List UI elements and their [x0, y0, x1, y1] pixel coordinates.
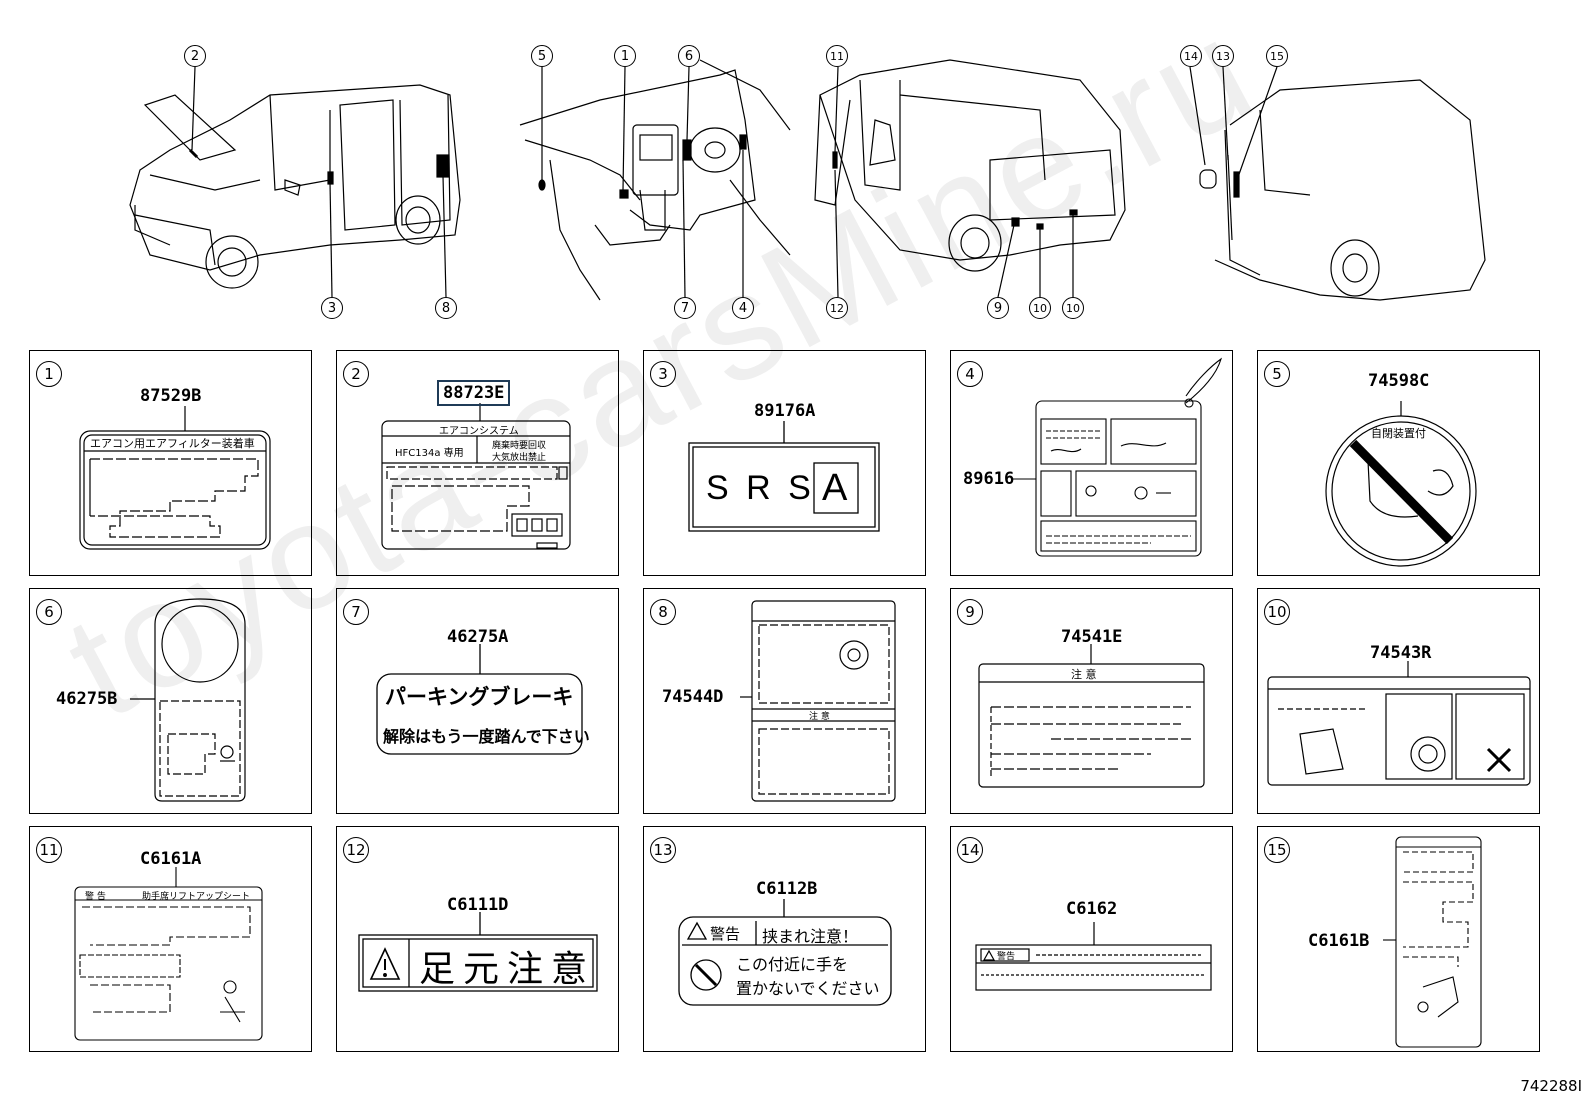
part-number: 89616 — [963, 469, 1015, 489]
vehicle-side-view — [814, 59, 1126, 272]
label-refrigerant: HFC134a 専用 — [395, 448, 464, 459]
part-number: C6161B — [1308, 931, 1370, 951]
callout-2: 2 — [184, 45, 206, 67]
panel-number: 3 — [650, 361, 676, 387]
callout-3: 3 — [321, 297, 343, 319]
label-line-1: パーキングブレーキ — [385, 685, 574, 709]
panel-6: 6 46275B — [29, 588, 312, 814]
callout-1: 1 — [614, 45, 636, 67]
callout-11: 11 — [826, 45, 848, 67]
panel-10: 10 74543R — [1257, 588, 1540, 814]
panel-13: 13 C6112B 警告 挟まれ注意！ この付近に手を 置かないでください — [643, 826, 926, 1052]
warning-head: 警告 — [710, 925, 741, 943]
part-number: C6112B — [756, 879, 818, 899]
callout-8: 8 — [435, 297, 457, 319]
callout-4: 4 — [732, 297, 754, 319]
vehicle-rear-view — [1199, 79, 1486, 301]
panel-4: 4 89616 — [950, 350, 1233, 576]
label-head: 警 告 — [85, 892, 106, 902]
panel-8: 8 74544D 注 意 — [643, 588, 926, 814]
vehicle-illustrations — [129, 59, 1486, 301]
callout-9: 9 — [987, 297, 1009, 319]
label-note-2: 大気放出禁止 — [492, 453, 547, 463]
part-number: C6162 — [1066, 899, 1118, 919]
callout-10a: 10 — [1029, 297, 1051, 319]
callout-12: 12 — [826, 297, 848, 319]
callout-6: 6 — [678, 45, 700, 67]
panel-5: 5 74598C 自閉装置付 — [1257, 350, 1540, 576]
panel-number: 15 — [1264, 837, 1290, 863]
srs-text: S R S — [706, 469, 815, 507]
part-number: 46275B — [56, 689, 118, 709]
panel-1: 1 87529B エアコン用エアフィルター装着車 — [29, 350, 312, 576]
callout-14: 14 — [1180, 45, 1202, 67]
panel-9: 9 74541E 注 意 — [950, 588, 1233, 814]
warning-head: 警告 — [997, 952, 1016, 962]
part-number: 74543R — [1370, 643, 1432, 663]
label-title: エアコン用エアフィルター装着車 — [90, 437, 255, 450]
panel-14: 14 C6162 警告 — [950, 826, 1233, 1052]
panel-15: 15 C6161B — [1257, 826, 1540, 1052]
label-title: 助手席リフトアップシート — [142, 892, 251, 902]
panel-12: 12 C6111D 足元注意 — [336, 826, 619, 1052]
panel-number: 4 — [957, 361, 983, 387]
part-number-highlighted: 88723E — [437, 380, 511, 406]
panel-number: 13 — [650, 837, 676, 863]
panel-number: 12 — [343, 837, 369, 863]
label-head: 注 意 — [1071, 668, 1097, 681]
warning-text: 挟まれ注意！ — [762, 927, 859, 946]
panel-number: 8 — [650, 599, 676, 625]
callout-5: 5 — [531, 45, 553, 67]
panel-number: 2 — [343, 361, 369, 387]
label-note-1: 廃棄時要回収 — [492, 441, 547, 451]
panel-number: 7 — [343, 599, 369, 625]
panel-2: 2 88723E エアコンシステム HFC134a 専用 廃棄時要回収 大気放 — [336, 350, 619, 576]
panel-number: 10 — [1264, 599, 1290, 625]
label-text: 足元注意 — [419, 949, 596, 990]
label-head: 注 意 — [809, 712, 830, 722]
part-number: 46275A — [447, 627, 509, 647]
callout-7: 7 — [674, 297, 696, 319]
part-number: 74544D — [662, 687, 724, 707]
callout-15: 15 — [1266, 45, 1288, 67]
part-number: 74541E — [1061, 627, 1123, 647]
instruction-line-1: この付近に手を — [736, 955, 849, 974]
panel-11: 11 C6161A 警 告 助手席リフトアップシート — [29, 826, 312, 1052]
panel-number: 11 — [36, 837, 62, 863]
panel-number: 14 — [957, 837, 983, 863]
label-title: エアコンシステム — [439, 426, 519, 437]
instruction-line-2: 置かないでください — [736, 979, 880, 998]
callout-10b: 10 — [1062, 297, 1084, 319]
part-number: 89176A — [754, 401, 816, 421]
callout-13: 13 — [1212, 45, 1234, 67]
dashboard-view — [519, 59, 791, 301]
srs-letter: A — [822, 467, 848, 509]
badge-text: 自閉装置付 — [1371, 427, 1426, 440]
part-number: 87529B — [140, 386, 202, 406]
panel-number: 9 — [957, 599, 983, 625]
panel-3: 3 89176A S R S A — [643, 350, 926, 576]
figure-code: 742288I — [1520, 1077, 1582, 1095]
part-number: C6161A — [140, 849, 202, 869]
panel-number: 5 — [1264, 361, 1290, 387]
label-line-2: 解除はもう一度踏んで下さい — [383, 727, 590, 746]
panel-number: 1 — [36, 361, 62, 387]
panel-number: 6 — [36, 599, 62, 625]
panel-7: 7 46275A パーキングブレーキ 解除はもう一度踏んで下さい — [336, 588, 619, 814]
part-number: C6111D — [447, 895, 509, 915]
part-number: 74598C — [1368, 371, 1430, 391]
vehicle-front-view — [129, 84, 461, 289]
